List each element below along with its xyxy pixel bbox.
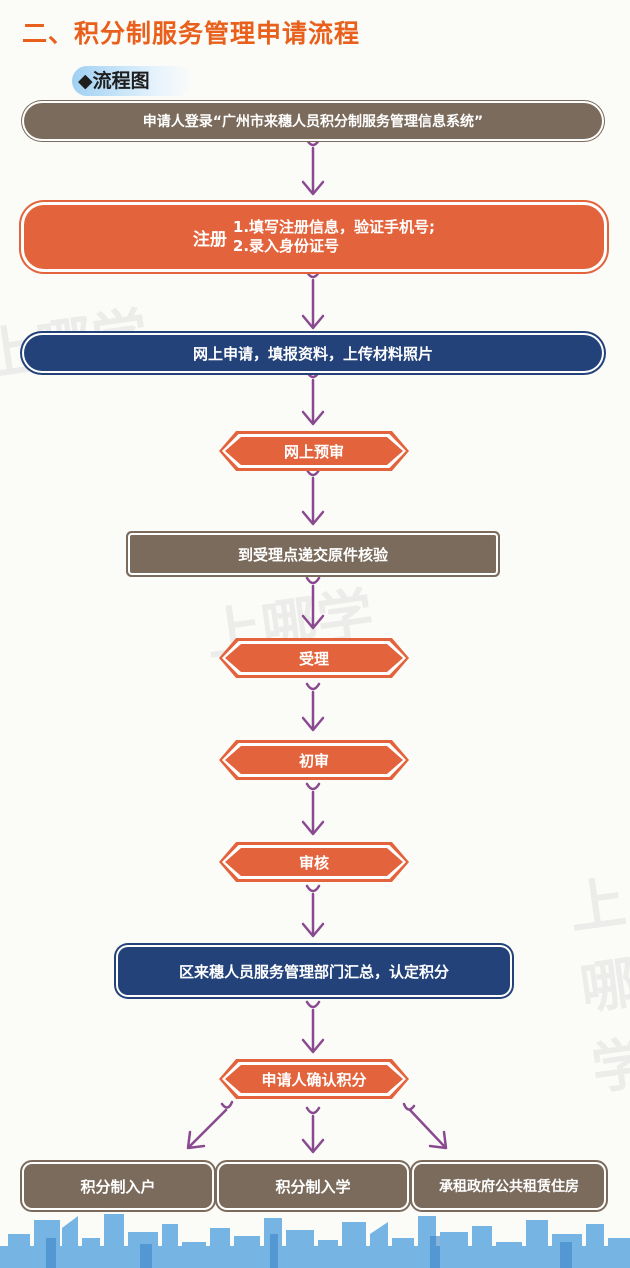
node-district-summary-text: 区来穗人员服务管理部门汇总，认定积分 bbox=[178, 962, 449, 981]
node-submit-originals: 到受理点递交原件核验 bbox=[130, 535, 496, 573]
arrow-split-mid bbox=[301, 1106, 325, 1154]
outcome-hukou-text: 积分制入户 bbox=[80, 1177, 156, 1196]
node-first-review: 初审 bbox=[225, 746, 403, 774]
node-confirm-points: 申请人确认积分 bbox=[225, 1065, 403, 1093]
subtitle-highlight bbox=[72, 66, 192, 96]
arrow-1 bbox=[301, 138, 325, 196]
arrow-split-right bbox=[402, 1102, 448, 1150]
node-audit-text: 审核 bbox=[298, 853, 329, 872]
city-skyline-decoration bbox=[0, 1214, 630, 1268]
node-accept: 受理 bbox=[225, 644, 403, 672]
node-district-summary: 区来穗人员服务管理部门汇总，认定积分 bbox=[118, 947, 510, 995]
node-audit: 审核 bbox=[225, 848, 403, 876]
node-first-review-text: 初审 bbox=[298, 751, 329, 770]
diamond-icon: ◆ bbox=[78, 70, 93, 92]
arrow-6 bbox=[301, 682, 325, 732]
arrow-3 bbox=[301, 370, 325, 426]
arrow-2 bbox=[301, 270, 325, 330]
subtitle-text: 流程图 bbox=[92, 70, 150, 92]
arrow-split-left bbox=[186, 1100, 234, 1150]
outcome-housing-text: 承租政府公共租赁住房 bbox=[439, 1179, 579, 1195]
node-confirm-points-text: 申请人确认积分 bbox=[261, 1070, 367, 1089]
outcome-housing: 承租政府公共租赁住房 bbox=[414, 1164, 604, 1208]
register-step-1: 1.填写注册信息，验证手机号; bbox=[232, 218, 436, 236]
node-accept-text: 受理 bbox=[298, 649, 329, 668]
register-label: 注册 bbox=[192, 229, 227, 250]
arrow-9 bbox=[301, 1000, 325, 1054]
register-step-2: 2.录入身份证号 bbox=[232, 237, 340, 255]
node-pre-review: 网上预审 bbox=[225, 437, 403, 465]
node-login: 申请人登录“广州市来穗人员积分制服务管理信息系统” bbox=[24, 103, 602, 139]
register-steps: 1.填写注册信息，验证手机号; 2.录入身份证号 bbox=[233, 218, 435, 256]
subtitle: ◆流程图 bbox=[78, 66, 150, 93]
node-pre-review-text: 网上预审 bbox=[283, 442, 344, 461]
node-register: 注册 1.填写注册信息，验证手机号; 2.录入身份证号 bbox=[24, 205, 604, 269]
arrow-8 bbox=[301, 884, 325, 938]
node-online-apply-text: 网上申请，填报资料，上传材料照片 bbox=[192, 344, 433, 363]
arrow-5 bbox=[301, 576, 325, 630]
arrow-7 bbox=[301, 782, 325, 836]
outcome-hukou: 积分制入户 bbox=[24, 1164, 212, 1208]
outcome-school: 积分制入学 bbox=[219, 1164, 407, 1208]
outcome-school-text: 积分制入学 bbox=[275, 1177, 351, 1196]
node-login-text: 申请人登录“广州市来穗人员积分制服务管理信息系统” bbox=[142, 114, 484, 130]
node-submit-originals-text: 到受理点递交原件核验 bbox=[237, 545, 388, 564]
page-title: 二、积分制服务管理申请流程 bbox=[22, 19, 361, 48]
arrow-4 bbox=[301, 468, 325, 526]
node-online-apply: 网上申请，填报资料，上传材料照片 bbox=[24, 335, 602, 371]
